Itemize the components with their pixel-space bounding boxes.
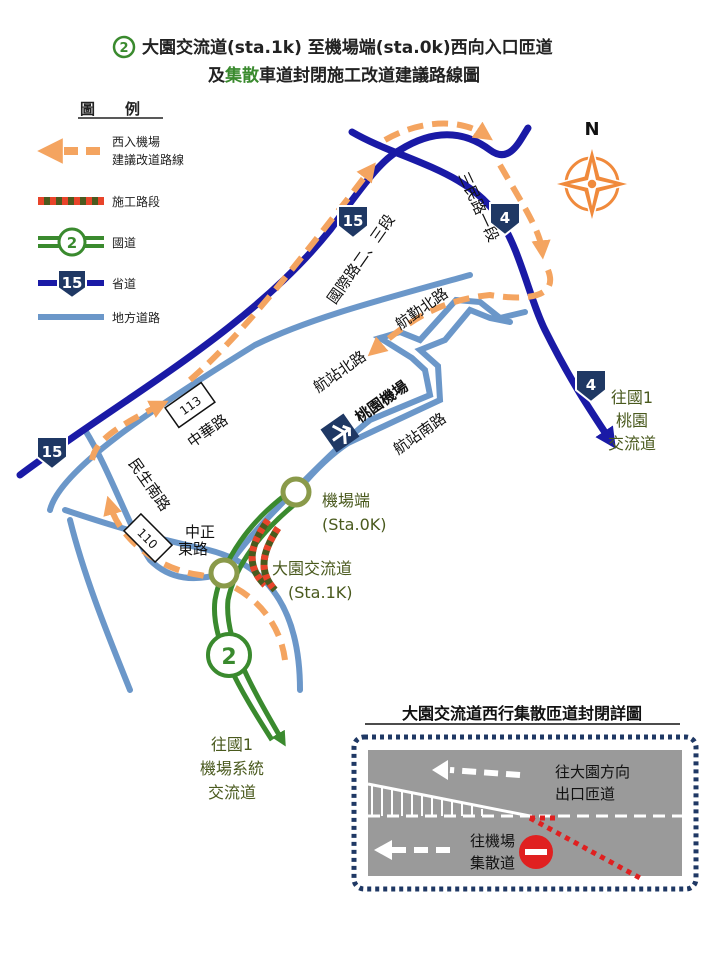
- legend-national-label: 國道: [112, 236, 136, 250]
- dest-system-label-1: 往國1: [211, 735, 253, 754]
- national-freeway-2: [211, 487, 302, 747]
- dest-system-label-2: 機場系統: [200, 759, 264, 778]
- local-road-west: [67, 517, 133, 693]
- provincial-roads: [16, 124, 616, 479]
- title-line-2: 及集散車道封閉施工改道建議路線圖: [208, 65, 480, 86]
- map-title: 2 大園交流道(sta.1k) 至機場端(sta.0k)西向入口匝道 及集散車道…: [112, 35, 553, 86]
- zhongzheng-road-line: [62, 507, 303, 693]
- minsheng-road-label: 民生南路: [125, 455, 174, 514]
- svg-text:2: 2: [119, 41, 128, 56]
- provincial-4-shield-icon: 4: [489, 202, 521, 237]
- dest-taoyuan-label-2: 桃園: [616, 411, 648, 430]
- inset-cd-label-2: 集散道: [470, 854, 515, 872]
- legend-construction-label: 施工路段: [112, 194, 160, 209]
- legend-detour-label: 西入機場: [112, 134, 160, 149]
- dayuan-interchange-point: [208, 557, 240, 589]
- zhongzheng-road-label: 中正: [185, 523, 215, 541]
- legend-title: 圖 例: [80, 100, 140, 118]
- provincial-15-shield-icon: 15: [337, 205, 369, 240]
- dest-taoyuan-label-3: 交流道: [608, 434, 656, 453]
- hangzhan-north-label: 航站北路: [310, 347, 369, 396]
- svg-text:2: 2: [67, 234, 77, 252]
- inset-exit-label: 往大園方向: [555, 763, 630, 781]
- legend-local-label: 地方道路: [112, 310, 160, 325]
- svg-text:15: 15: [343, 212, 364, 230]
- no-entry-icon: [519, 835, 553, 869]
- provincial-15-shield-icon-west: 15: [36, 436, 68, 471]
- airplane-icon: [320, 413, 360, 453]
- national-2-shield-icon: 2: [206, 632, 252, 678]
- legend-national-freeway-icon: 2: [38, 227, 104, 257]
- dayuan-interchange-label: 大園交流道: [272, 559, 352, 578]
- airport-end-sta-label: (Sta.0K): [322, 515, 386, 534]
- svg-text:15: 15: [62, 274, 83, 292]
- dest-taoyuan-label-1: 往國1: [611, 388, 653, 407]
- zhonghua-road-line: [47, 272, 473, 513]
- national-freeway-2-badge: 2: [112, 35, 136, 59]
- compass-icon: N: [551, 119, 633, 225]
- legend-provincial-road-icon: 15: [38, 269, 104, 300]
- airport-end-label: 機場端: [322, 491, 370, 510]
- inset-detail: 大園交流道西行集散匝道封閉詳圖: [351, 704, 699, 892]
- dest-system-label-3: 交流道: [208, 783, 256, 802]
- airport-end-point: [280, 476, 312, 508]
- title-line-1: 大園交流道(sta.1k) 至機場端(sta.0k)西向入口匝道: [142, 37, 553, 58]
- detour-route: [89, 120, 554, 661]
- svg-text:4: 4: [586, 376, 596, 394]
- legend-provincial-label: 省道: [112, 277, 136, 291]
- legend-detour-label-2: 建議改道路線: [112, 152, 184, 167]
- dayuan-sta-label: (Sta.1K): [288, 583, 352, 602]
- legend: 圖 例 西入機場 建議改道路線 施工路段 2 國道 15 省道: [37, 100, 184, 325]
- inset-title: 大園交流道西行集散匝道封閉詳圖: [402, 704, 642, 723]
- svg-text:2: 2: [221, 645, 236, 670]
- provincial-4-shield-icon-south: 4: [575, 369, 607, 404]
- inset-cd-label: 往機場: [470, 832, 515, 850]
- inset-exit-label-2: 出口匝道: [555, 785, 615, 803]
- svg-text:15: 15: [42, 443, 63, 461]
- svg-text:N: N: [584, 119, 599, 140]
- zhongzheng-road-label-2: 東路: [178, 540, 208, 558]
- svg-text:4: 4: [500, 209, 510, 227]
- inset-exit-arrow-icon: [449, 767, 521, 778]
- construction-segment: [248, 517, 281, 593]
